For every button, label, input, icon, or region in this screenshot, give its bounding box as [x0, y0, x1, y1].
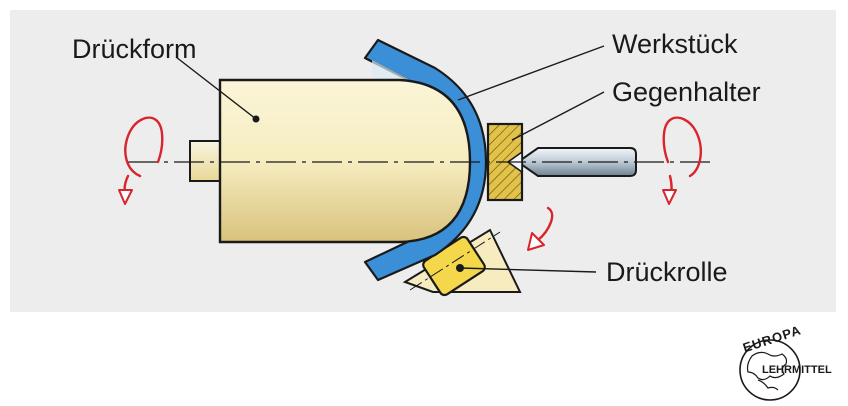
rotation-arrow-left-icon: [118, 116, 164, 205]
label-drueckrolle: Drückrolle: [606, 257, 728, 287]
drueckform-shape: [189, 78, 472, 244]
label-drueckform: Drückform: [72, 34, 197, 64]
drueckrolle-assembly: [402, 228, 522, 297]
logo-side-text: LEHRMITTEL: [762, 364, 832, 376]
label-werkstueck: Werkstück: [612, 29, 738, 59]
rotation-arrow-right-icon: [662, 116, 702, 205]
europa-lehrmittel-logo: EUROPA LEHRMITTEL: [739, 322, 832, 401]
label-gegenhalter: Gegenhalter: [612, 77, 761, 107]
leader-lines: [175, 45, 605, 273]
feed-arrow-icon: [527, 206, 554, 251]
